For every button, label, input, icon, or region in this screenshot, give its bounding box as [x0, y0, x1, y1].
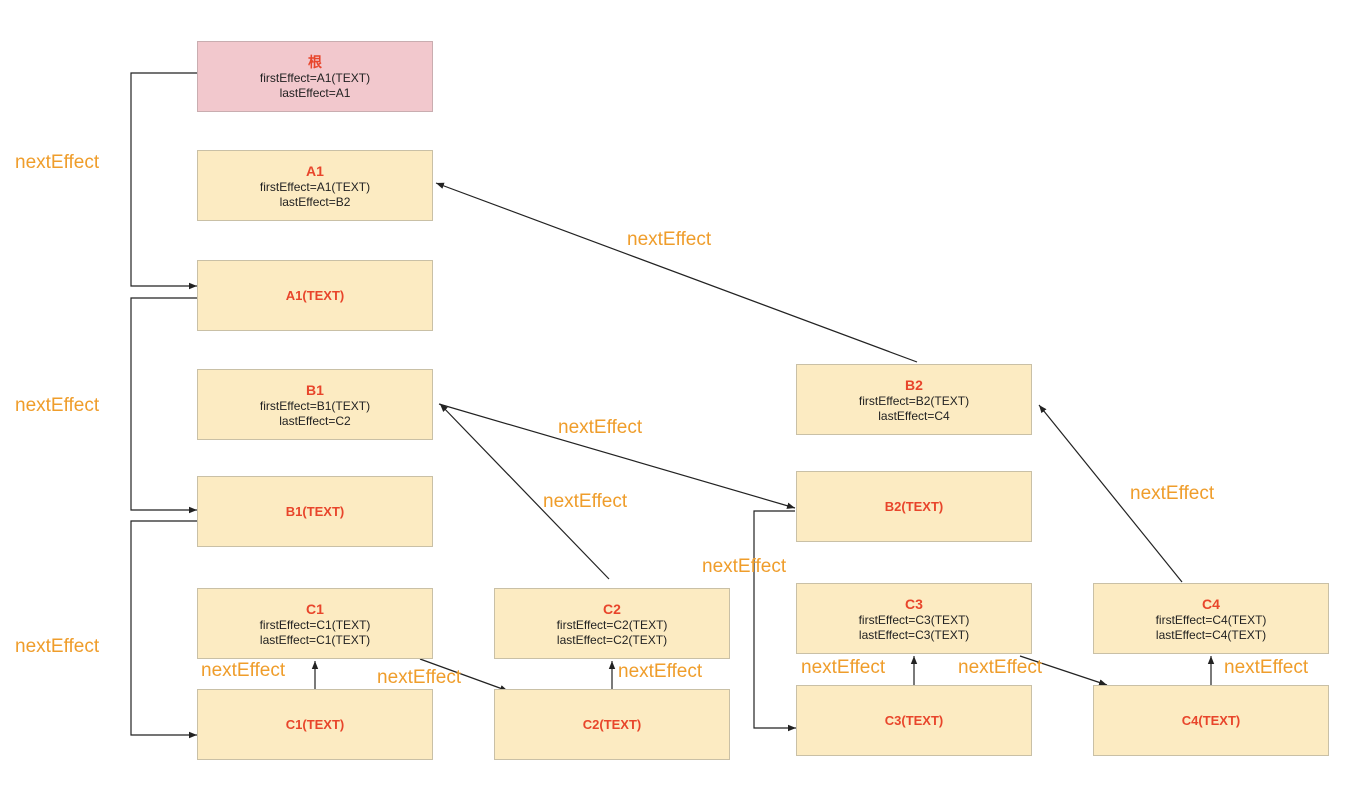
- node-a1-first-effect: firstEffect=A1(TEXT): [259, 179, 371, 194]
- node-b1: B1 firstEffect=B1(TEXT) lastEffect=C2: [197, 369, 433, 440]
- node-b1-title: B1: [306, 381, 324, 398]
- node-b2-text-title: B2(TEXT): [884, 498, 944, 514]
- label-a1text-to-b1text: nextEffect: [15, 395, 100, 416]
- node-c4-last-effect: lastEffect=C4(TEXT): [1155, 627, 1267, 642]
- node-b2: B2 firstEffect=B2(TEXT) lastEffect=C4: [796, 364, 1032, 435]
- edge-a1text-to-b1text: [130, 297, 197, 514]
- label-c1text-to-c1: nextEffect: [201, 660, 286, 681]
- edge-c1-to-c2text: [419, 658, 509, 692]
- label-root-to-a1text: nextEffect: [15, 152, 100, 173]
- node-c2-first-effect: firstEffect=C2(TEXT): [556, 617, 668, 632]
- node-c2-text: C2(TEXT): [494, 689, 730, 760]
- node-c3: C3 firstEffect=C3(TEXT) lastEffect=C3(TE…: [796, 583, 1032, 654]
- node-b2-last-effect: lastEffect=C4: [878, 408, 950, 423]
- node-b1-last-effect: lastEffect=C2: [279, 413, 351, 428]
- node-c1: C1 firstEffect=C1(TEXT) lastEffect=C1(TE…: [197, 588, 433, 659]
- label-b2-to-a1: nextEffect: [627, 229, 712, 250]
- label-c2-to-b1: nextEffect: [543, 491, 628, 512]
- edge-b1text-to-c1text: [130, 520, 197, 739]
- node-c1-title: C1: [306, 600, 324, 617]
- node-root-last-effect: lastEffect=A1: [279, 85, 351, 100]
- node-c1-text-title: C1(TEXT): [285, 716, 345, 732]
- label-c2text-to-c2: nextEffect: [618, 661, 703, 682]
- node-c2-last-effect: lastEffect=C2(TEXT): [556, 632, 668, 647]
- node-a1-title: A1: [306, 162, 324, 179]
- label-c4text-to-c4: nextEffect: [1224, 657, 1309, 678]
- node-c1-text: C1(TEXT): [197, 689, 433, 760]
- node-c4-first-effect: firstEffect=C4(TEXT): [1155, 612, 1267, 627]
- node-c4: C4 firstEffect=C4(TEXT) lastEffect=C4(TE…: [1093, 583, 1329, 654]
- label-b2text-to-c3text: nextEffect: [702, 556, 787, 577]
- label-b1text-to-c1text: nextEffect: [15, 636, 100, 657]
- node-a1-last-effect: lastEffect=B2: [279, 194, 351, 209]
- edge-root-to-a1text: [130, 72, 197, 290]
- node-c4-text-title: C4(TEXT): [1181, 712, 1241, 728]
- edge-c4-to-b2: [1038, 404, 1183, 583]
- node-c3-text: C3(TEXT): [796, 685, 1032, 756]
- node-c1-first-effect: firstEffect=C1(TEXT): [259, 617, 371, 632]
- node-a1-text: A1(TEXT): [197, 260, 433, 331]
- node-c3-last-effect: lastEffect=C3(TEXT): [858, 627, 970, 642]
- node-b1-first-effect: firstEffect=B1(TEXT): [259, 398, 371, 413]
- node-a1-text-title: A1(TEXT): [285, 287, 345, 303]
- edge-b1-to-b2text: [438, 403, 796, 509]
- node-c4-title: C4: [1202, 595, 1220, 612]
- node-b1-text-title: B1(TEXT): [285, 503, 345, 519]
- edge-c2-to-b1: [439, 403, 610, 580]
- label-c3text-to-c3: nextEffect: [801, 657, 886, 678]
- edge-b2text-to-c3text: [753, 510, 796, 732]
- node-c2-title: C2: [603, 600, 621, 617]
- node-b2-title: B2: [905, 376, 923, 393]
- edge-b2-to-a1: [435, 182, 918, 363]
- node-a1: A1 firstEffect=A1(TEXT) lastEffect=B2: [197, 150, 433, 221]
- node-root-title: 根: [308, 53, 322, 70]
- label-c1-to-c2text: nextEffect: [377, 667, 462, 688]
- node-b1-text: B1(TEXT): [197, 476, 433, 547]
- node-c2: C2 firstEffect=C2(TEXT) lastEffect=C2(TE…: [494, 588, 730, 659]
- node-c3-title: C3: [905, 595, 923, 612]
- node-c4-text: C4(TEXT): [1093, 685, 1329, 756]
- label-c3-to-c4text: nextEffect: [958, 657, 1043, 678]
- node-root: 根 firstEffect=A1(TEXT) lastEffect=A1: [197, 41, 433, 112]
- label-c4-to-b2: nextEffect: [1130, 483, 1215, 504]
- node-c1-last-effect: lastEffect=C1(TEXT): [259, 632, 371, 647]
- label-b1-to-b2text: nextEffect: [558, 417, 643, 438]
- node-b2-text: B2(TEXT): [796, 471, 1032, 542]
- edge-c3-to-c4text: [1019, 655, 1108, 686]
- node-c3-first-effect: firstEffect=C3(TEXT): [858, 612, 970, 627]
- node-b2-first-effect: firstEffect=B2(TEXT): [858, 393, 970, 408]
- node-c3-text-title: C3(TEXT): [884, 712, 944, 728]
- node-root-first-effect: firstEffect=A1(TEXT): [259, 70, 371, 85]
- node-c2-text-title: C2(TEXT): [582, 716, 642, 732]
